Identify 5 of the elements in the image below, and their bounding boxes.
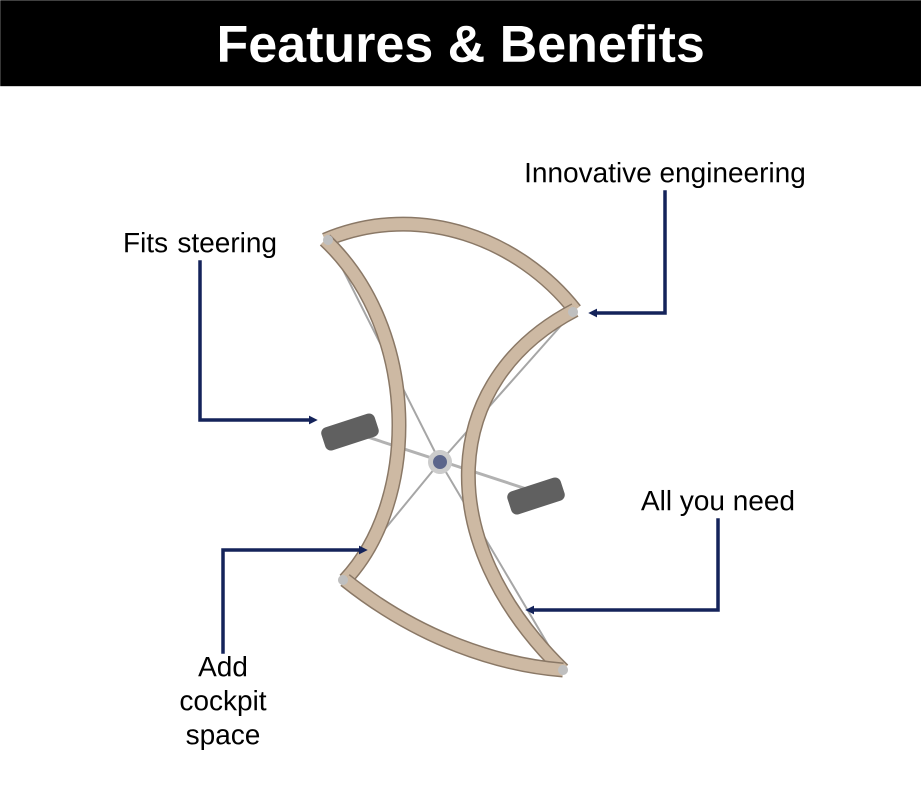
callout-text: Innovative engineering — [526, 162, 804, 188]
callout-text: Fits steering — [125, 232, 276, 258]
callout-text: Add cockpit space — [180, 656, 266, 750]
title-banner: Features & Benefits — [0, 0, 921, 86]
callout-text: All you need — [641, 490, 794, 516]
